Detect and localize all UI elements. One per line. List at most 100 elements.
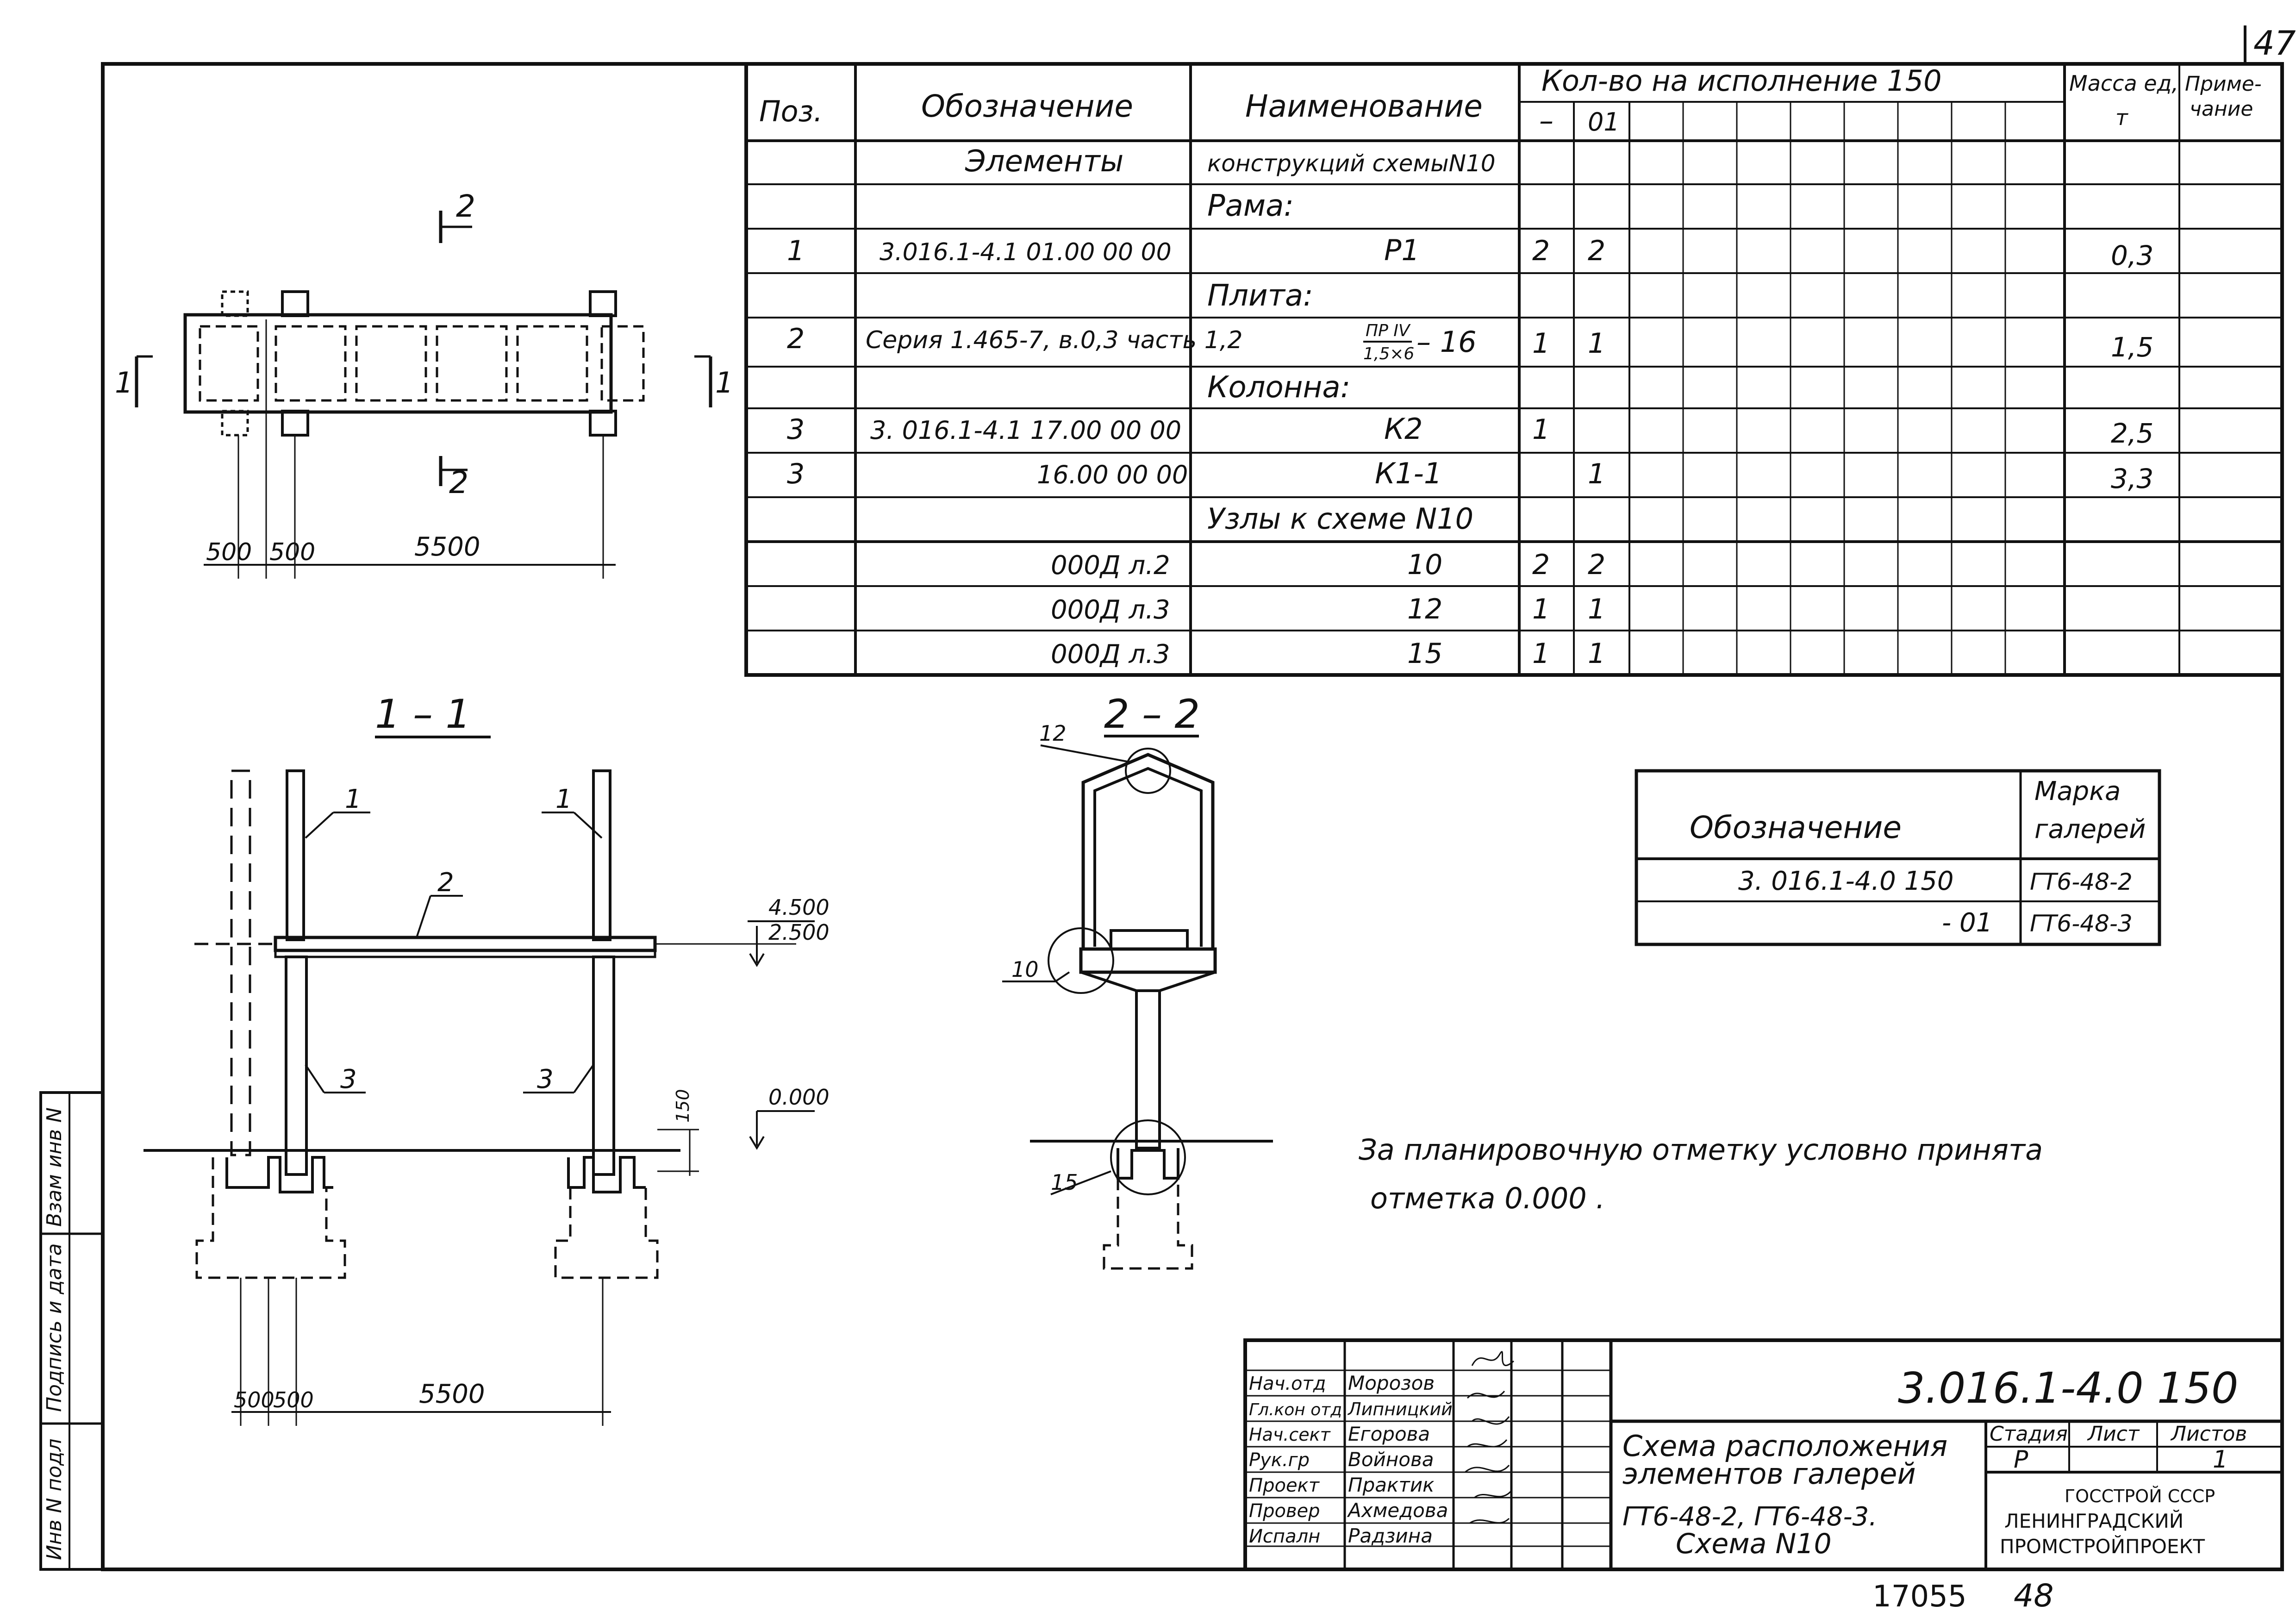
tb-role: Нач.сект — [1249, 1424, 1331, 1445]
org-line-2: ЛЕНИНГРАДСКИЙ — [2004, 1509, 2184, 1532]
node-15: 15 — [1051, 1170, 1078, 1195]
spec-row-pos: 2 — [787, 323, 805, 355]
spec-row-qty: 1 — [1532, 413, 1550, 446]
tb-name: Ахмедова — [1347, 1499, 1448, 1522]
node-12: 12 — [1039, 721, 1067, 746]
side-stamp-inventory: Инв N подл — [43, 1438, 66, 1560]
spec-row-mass: 1,5 — [2111, 331, 2153, 363]
spec-row-name-numerator: ПР IV — [1366, 321, 1411, 340]
note-line-2: отметка 0.000 . — [1370, 1181, 1605, 1215]
gallery-header-mark-2: галерей — [2034, 814, 2146, 844]
spec-row-name: К1-1 — [1375, 456, 1442, 490]
side-stamp-sign-date: Подпись и дата — [43, 1243, 66, 1412]
spec-row-qty: 1 — [1588, 327, 1605, 360]
plan-section-1-right: 1 — [715, 366, 733, 400]
section-label-3-left: 3 — [340, 1064, 357, 1094]
side-stamp — [39, 1091, 104, 1571]
dim-150: 150 — [673, 1089, 693, 1123]
plan-section-1-left: 1 — [115, 366, 133, 400]
side-stamp-replace: Взам инв N — [43, 1107, 66, 1227]
section-dim-500-a: 500 — [234, 1387, 275, 1412]
spec-row-pos: 3 — [787, 458, 805, 490]
node-10: 10 — [1011, 957, 1039, 982]
spec-row-designation: 000Д л.2 — [1051, 550, 1170, 581]
gallery-header-mark-1: Марка — [2034, 776, 2121, 806]
spec-row-pos: 3 — [787, 413, 805, 446]
sheets-value: 1 — [2213, 1446, 2228, 1474]
spec-row-name: К2 — [1384, 412, 1423, 446]
header-qty-01: 01 — [1588, 107, 1620, 137]
spec-row-designation: 16.00 00 00 — [1037, 460, 1188, 489]
spec-row-qty: 1 — [1532, 327, 1550, 360]
spec-row-name: конструкций схемыN10 — [1207, 150, 1496, 177]
gallery-row-mark: ГТ6-48-3 — [2030, 910, 2133, 937]
tb-role: Рук.гр — [1249, 1449, 1310, 1471]
spec-row-designation: Элементы — [965, 144, 1123, 179]
tb-role: Гл.кон отд — [1249, 1400, 1342, 1419]
spec-row-name-suffix: – 16 — [1416, 325, 1477, 359]
tb-name: Липницкий — [1347, 1399, 1453, 1419]
spec-row-designation: 3.016.1-4.1 01.00 00 00 — [880, 238, 1172, 266]
tb-name: Егорова — [1348, 1423, 1430, 1445]
tb-name: Радзина — [1348, 1524, 1433, 1547]
gallery-row-designation: 3. 016.1-4.0 150 — [1738, 866, 1954, 896]
plan-dim-500-b: 500 — [269, 538, 315, 566]
section-label-1-left: 1 — [345, 784, 362, 814]
header-mass: Масса ед, — [2069, 71, 2178, 96]
spec-row-name: Рама: — [1207, 189, 1294, 223]
stage-label: Стадия — [1990, 1422, 2068, 1446]
drawing-title-2: элементов галерей — [1622, 1457, 1916, 1491]
plan-dim-5500: 5500 — [414, 532, 480, 562]
tb-role: Испалн — [1249, 1526, 1320, 1547]
spec-row-name: 15 — [1407, 637, 1442, 670]
drawing-title-3: ГТ6-48-2, ГТ6-48-3. — [1622, 1502, 1877, 1532]
org-line-3: ПРОМСТРОЙПРОЕКТ — [2000, 1535, 2205, 1558]
plan-section-2-top: 2 — [456, 188, 475, 224]
org-line-1: ГОССТРОЙ СССР — [2065, 1486, 2215, 1506]
header-pos: Поз. — [759, 94, 823, 128]
spec-row-name: Колонна: — [1207, 370, 1350, 405]
drawing-title-1: Схема расположения — [1622, 1429, 1947, 1463]
section-label-3-right: 3 — [537, 1064, 554, 1094]
header-note-1: Приме- — [2185, 72, 2262, 96]
spec-row-name: 12 — [1407, 593, 1442, 625]
header-quantity: Кол-во на исполнение 150 — [1541, 64, 1942, 98]
archive-number: 17055 — [1872, 1580, 1967, 1614]
spec-row-name-denominator: 1,5×6 — [1363, 344, 1414, 363]
section-dim-5500: 5500 — [419, 1379, 485, 1409]
elevation-4500: 4.500 — [768, 895, 830, 920]
title-block — [1243, 1338, 2284, 1571]
spec-row-designation: 000Д л.3 — [1051, 595, 1170, 625]
spec-row-mass: 0,3 — [2111, 240, 2153, 271]
spec-row-qty: 2 — [1588, 235, 1605, 267]
note-line-1: За планировочную отметку условно принята — [1359, 1133, 2043, 1167]
section-label-2: 2 — [437, 868, 454, 898]
drawing-title-4: Схема N10 — [1676, 1528, 1832, 1560]
spec-row-name: 10 — [1407, 549, 1442, 581]
spec-row-mass: 2,5 — [2111, 418, 2153, 449]
gallery-mark-table — [1635, 769, 2161, 946]
spec-row-qty: 1 — [1532, 593, 1550, 625]
spec-row-qty: 2 — [1532, 549, 1550, 581]
plan-section-2-bottom: 2 — [449, 465, 468, 500]
spec-row-qty: 1 — [1532, 637, 1550, 670]
document-code: 3.016.1-4.0 150 — [1898, 1363, 2239, 1413]
specification-table — [744, 62, 2284, 677]
header-name: Наименование — [1245, 88, 1483, 124]
header-mass-unit: т — [2115, 105, 2128, 130]
spec-row-qty: 1 — [1588, 637, 1605, 670]
stage-value: Р — [2014, 1446, 2028, 1474]
spec-row-designation: Серия 1.465-7, в.0,3 часть 1,2 — [866, 326, 1242, 354]
spec-row-name: Р1 — [1384, 233, 1420, 267]
tb-role: Провер — [1249, 1500, 1320, 1522]
spec-row-designation: 000Д л.3 — [1051, 639, 1170, 669]
section-label-1-right: 1 — [555, 784, 572, 814]
section-2-2-drawing — [1002, 744, 1273, 1270]
spec-row-qty: 1 — [1588, 458, 1605, 490]
header-designation: Обозначение — [921, 88, 1133, 124]
plan-view — [135, 211, 712, 579]
section-1-1-drawing — [144, 769, 815, 1426]
tb-name: Морозов — [1348, 1372, 1435, 1394]
section-1-1-title: 1 – 1 — [375, 691, 471, 737]
tb-name: Практик — [1348, 1474, 1435, 1496]
